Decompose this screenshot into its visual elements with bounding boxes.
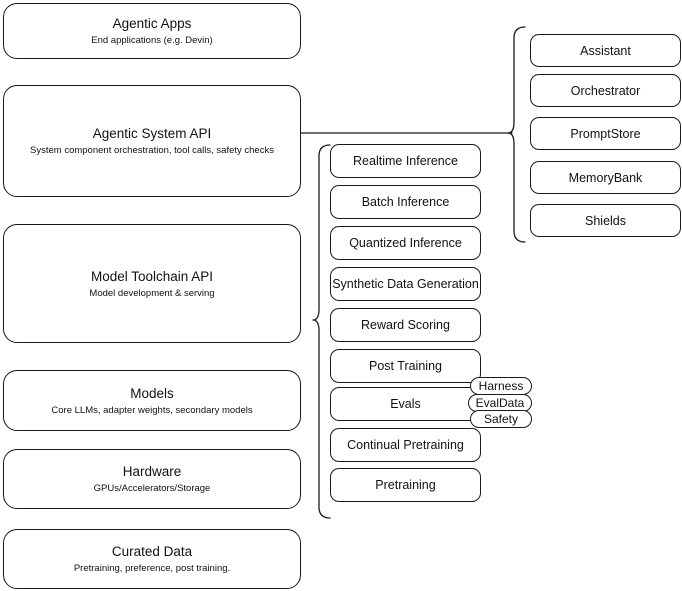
layer-subtitle: GPUs/Accelerators/Storage	[93, 483, 211, 494]
brace-toolchain-components	[312, 144, 331, 519]
layer-model-toolchain-api[interactable]: Model Toolchain API Model development & …	[3, 224, 301, 343]
layer-subtitle: End applications (e.g. Devin)	[91, 35, 213, 46]
layer-title: Hardware	[122, 464, 182, 479]
toolchain-item-label: Quantized Inference	[349, 236, 462, 250]
layer-title: Agentic Apps	[112, 16, 192, 31]
toolchain-item-label: Realtime Inference	[353, 154, 458, 168]
toolchain-item-pretraining[interactable]: Pretraining	[330, 468, 481, 502]
toolchain-item-label: Synthetic Data Generation	[332, 277, 479, 291]
layer-title: Curated Data	[111, 544, 193, 559]
agentic-item-label: Shields	[585, 213, 626, 228]
agentic-item-promptstore[interactable]: PromptStore	[530, 117, 681, 150]
layer-title: Agentic System API	[92, 126, 212, 141]
layer-agentic-system-api[interactable]: Agentic System API System component orch…	[3, 85, 301, 197]
eval-subcomponent-label: Harness	[478, 378, 524, 393]
toolchain-item-evals[interactable]: Evals	[330, 387, 481, 421]
layer-curated-data[interactable]: Curated Data Pretraining, preference, po…	[3, 529, 301, 589]
eval-subcomponent-label: EvalData	[475, 395, 525, 410]
toolchain-item-label: Continual Pretraining	[347, 438, 464, 452]
agentic-item-label: Orchestrator	[570, 83, 641, 98]
agentic-item-shields[interactable]: Shields	[530, 204, 681, 237]
toolchain-item-continual-pretraining[interactable]: Continual Pretraining	[330, 428, 481, 462]
agentic-item-memorybank[interactable]: MemoryBank	[530, 161, 681, 194]
layer-subtitle: System component orchestration, tool cal…	[30, 145, 274, 156]
agentic-item-label: Assistant	[580, 43, 631, 58]
toolchain-item-label: Evals	[390, 397, 421, 411]
agentic-item-assistant[interactable]: Assistant	[530, 34, 681, 67]
toolchain-item-batch-inference[interactable]: Batch Inference	[330, 185, 481, 219]
toolchain-item-label: Reward Scoring	[361, 318, 450, 332]
toolchain-item-post-training[interactable]: Post Training	[330, 349, 481, 383]
toolchain-item-realtime-inference[interactable]: Realtime Inference	[330, 144, 481, 178]
toolchain-item-synthetic-data-generation[interactable]: Synthetic Data Generation	[330, 267, 481, 301]
layer-title: Models	[130, 385, 174, 401]
layer-models[interactable]: Models Core LLMs, adapter weights, secon…	[3, 370, 301, 431]
toolchain-item-quantized-inference[interactable]: Quantized Inference	[330, 226, 481, 260]
eval-subcomponent-label: Safety	[483, 411, 519, 426]
layer-agentic-apps[interactable]: Agentic Apps End applications (e.g. Devi…	[3, 3, 301, 59]
toolchain-item-reward-scoring[interactable]: Reward Scoring	[330, 308, 481, 342]
toolchain-item-label: Batch Inference	[361, 195, 450, 209]
layer-subtitle: Pretraining, preference, post training.	[73, 563, 231, 574]
layer-subtitle: Model development & serving	[89, 287, 215, 299]
eval-subcomponent-harness[interactable]: Harness	[470, 377, 532, 395]
agentic-item-label: MemoryBank	[568, 170, 643, 185]
agentic-item-label: PromptStore	[570, 126, 641, 141]
agentic-item-orchestrator[interactable]: Orchestrator	[530, 74, 681, 107]
layer-title: Model Toolchain API	[90, 268, 214, 284]
brace-agentic-components	[507, 26, 526, 243]
toolchain-item-label: Post Training	[369, 359, 442, 373]
eval-subcomponent-safety[interactable]: Safety	[470, 410, 532, 428]
layer-hardware[interactable]: Hardware GPUs/Accelerators/Storage	[3, 449, 301, 509]
layer-subtitle: Core LLMs, adapter weights, secondary mo…	[51, 404, 253, 416]
toolchain-item-label: Pretraining	[375, 478, 436, 492]
